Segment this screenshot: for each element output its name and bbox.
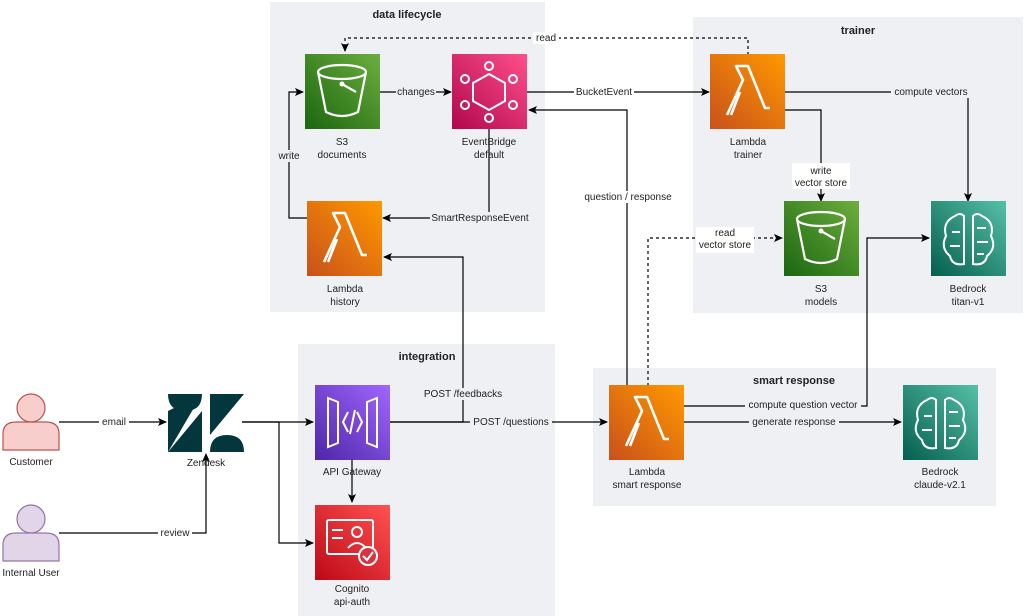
svg-text:POST /questions: POST /questions bbox=[473, 417, 548, 428]
edge-label-question-response: question / response bbox=[583, 191, 673, 203]
group-trainer-title: trainer bbox=[841, 25, 876, 37]
svg-text:read: read bbox=[715, 228, 735, 239]
svg-text:changes: changes bbox=[397, 87, 435, 98]
internal-user-label: Internal User bbox=[2, 568, 60, 579]
group-smart-response-title: smart response bbox=[753, 375, 835, 387]
lambda-smart-label-1: Lambda bbox=[629, 467, 666, 478]
node-bedrock-claude[interactable]: Bedrock claude-v2.1 bbox=[903, 385, 978, 491]
lambda-smart-label-2: smart response bbox=[613, 480, 682, 491]
node-internal-user[interactable]: Internal User bbox=[2, 504, 60, 579]
svg-text:vector store: vector store bbox=[795, 178, 848, 189]
edge-label-write-vector-store: write vector store bbox=[792, 163, 850, 189]
edge-label-changes: changes bbox=[396, 86, 436, 98]
svg-text:read: read bbox=[536, 33, 556, 44]
edge-label-post-questions: POST /questions bbox=[470, 416, 552, 428]
svg-text:question / response: question / response bbox=[584, 192, 672, 203]
bedrock-claude-label-2: claude-v2.1 bbox=[914, 480, 966, 491]
svg-text:write: write bbox=[809, 166, 832, 177]
lambda-trainer-label-2: trainer bbox=[734, 150, 763, 161]
s3-models-label-1: S3 bbox=[815, 284, 828, 295]
node-lambda-history[interactable]: Lambda history bbox=[307, 201, 382, 308]
svg-text:email: email bbox=[102, 417, 126, 428]
user-icon bbox=[2, 393, 60, 451]
eventbridge-label-1: EventBridge bbox=[462, 137, 517, 148]
node-eventbridge[interactable]: EventBridge default bbox=[452, 54, 527, 161]
edge-label-smart-response-event: SmartResponseEvent bbox=[430, 212, 530, 224]
node-zendesk[interactable]: Zendesk bbox=[168, 394, 244, 469]
s3-models-label-2: models bbox=[805, 297, 837, 308]
edge-label-read: read bbox=[533, 32, 559, 44]
node-s3-models[interactable]: S3 models bbox=[784, 201, 859, 308]
svg-text:SmartResponseEvent: SmartResponseEvent bbox=[431, 213, 528, 224]
lambda-history-label-1: Lambda bbox=[327, 284, 364, 295]
edge-read-vector-store bbox=[647, 234, 783, 386]
zendesk-label: Zendesk bbox=[187, 458, 226, 469]
cognito-label-1: Cognito bbox=[335, 584, 370, 595]
node-bedrock-titan[interactable]: Bedrock titan-v1 bbox=[931, 201, 1006, 308]
node-s3-documents[interactable]: S3 documents bbox=[305, 54, 380, 161]
svg-text:compute question vector: compute question vector bbox=[749, 400, 859, 411]
customer-label: Customer bbox=[9, 457, 53, 468]
eventbridge-icon bbox=[452, 54, 527, 129]
cognito-label-2: api-auth bbox=[334, 597, 370, 608]
svg-text:compute vectors: compute vectors bbox=[894, 87, 967, 98]
edge-label-post-feedbacks: POST /feedbacks bbox=[420, 388, 506, 400]
svg-text:vector store: vector store bbox=[699, 240, 752, 251]
zendesk-logo-icon bbox=[168, 394, 244, 452]
node-customer[interactable]: Customer bbox=[2, 393, 60, 468]
group-integration-title: integration bbox=[399, 351, 456, 363]
svg-text:write: write bbox=[277, 151, 300, 162]
user-icon bbox=[2, 504, 60, 562]
group-data-lifecycle-title: data lifecycle bbox=[372, 9, 441, 21]
edge-label-generate-response: generate response bbox=[749, 416, 839, 428]
edge-label-read-vector-store: read vector store bbox=[696, 227, 754, 253]
svg-text:BucketEvent: BucketEvent bbox=[576, 87, 632, 98]
edge-label-write: write bbox=[274, 150, 304, 162]
node-lambda-smart-response[interactable]: Lambda smart response bbox=[609, 385, 684, 491]
edge-question-response bbox=[528, 106, 628, 386]
s3-documents-label-1: S3 bbox=[336, 137, 349, 148]
lambda-history-label-2: history bbox=[330, 297, 359, 308]
edge-review bbox=[59, 453, 210, 534]
svg-text:generate response: generate response bbox=[752, 417, 836, 428]
svg-text:POST /feedbacks: POST /feedbacks bbox=[424, 389, 502, 400]
api-gateway-label: API Gateway bbox=[323, 467, 381, 478]
edge-label-review: review bbox=[158, 527, 192, 539]
bedrock-icon bbox=[903, 385, 978, 460]
bedrock-claude-label-1: Bedrock bbox=[922, 467, 960, 478]
edge-label-compute-vectors: compute vectors bbox=[891, 86, 971, 98]
lambda-trainer-label-1: Lambda bbox=[730, 137, 767, 148]
bedrock-titan-label-1: Bedrock bbox=[950, 284, 988, 295]
node-lambda-trainer[interactable]: Lambda trainer bbox=[710, 54, 785, 161]
edge-zendesk-to-cognito bbox=[242, 421, 314, 547]
node-api-gateway[interactable]: API Gateway bbox=[315, 385, 390, 478]
bedrock-titan-label-2: titan-v1 bbox=[952, 297, 985, 308]
edge-label-bucket-event: BucketEvent bbox=[574, 86, 634, 98]
s3-documents-label-2: documents bbox=[318, 150, 367, 161]
bedrock-icon bbox=[931, 201, 1006, 276]
eventbridge-label-2: default bbox=[474, 150, 504, 161]
svg-text:review: review bbox=[161, 528, 191, 539]
edge-label-compute-question-vector: compute question vector bbox=[745, 399, 861, 411]
edge-label-email: email bbox=[99, 416, 129, 428]
node-cognito[interactable]: Cognito api-auth bbox=[315, 505, 390, 608]
